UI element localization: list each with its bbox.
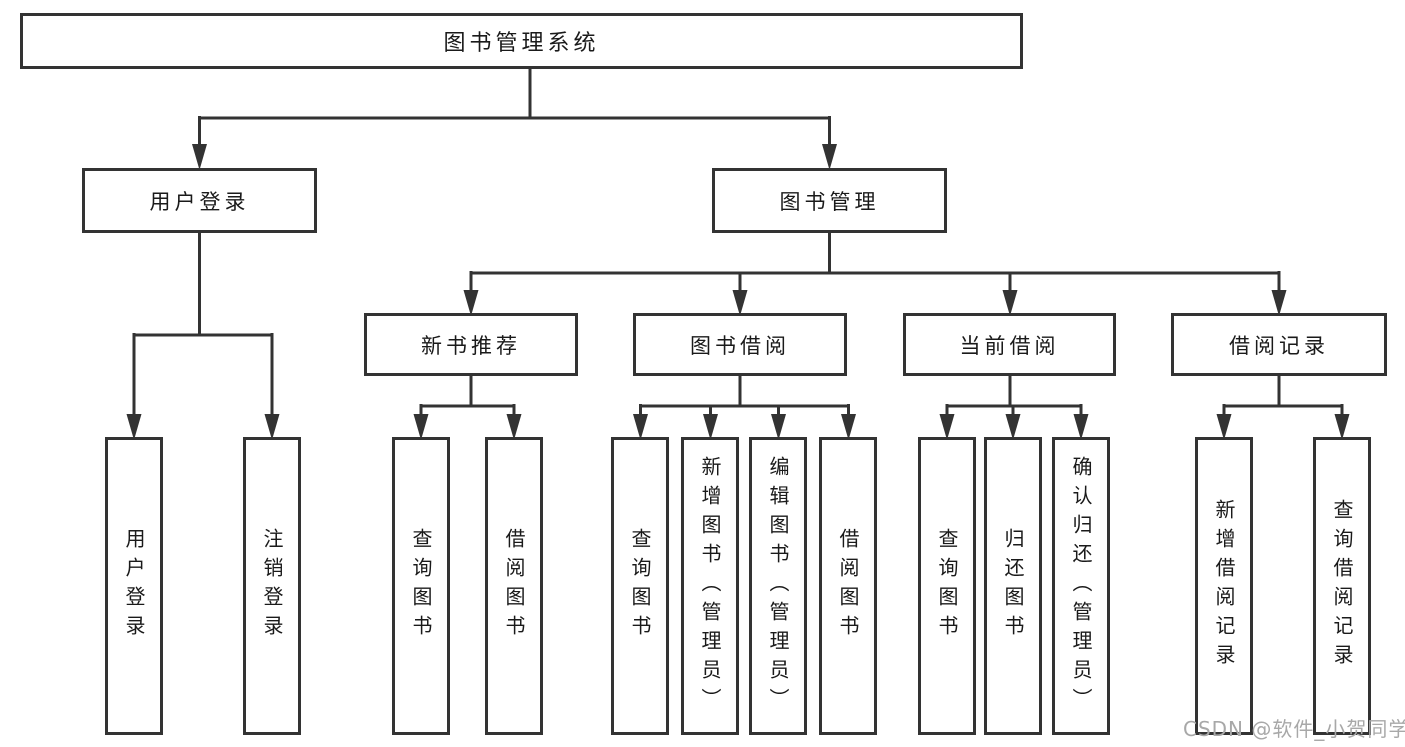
arrow-down-icon: [1002, 290, 1018, 316]
leaf-query-borrow-record: 查询借阅记录: [1313, 437, 1371, 735]
connector-book-management-level2: [463, 233, 1287, 316]
arrow-down-icon: [126, 414, 142, 440]
arrow-down-icon: [1334, 414, 1350, 440]
arrow-down-icon: [413, 414, 429, 440]
leaf-add-book-admin: 新增图书（管理员）: [681, 437, 739, 735]
arrow-down-icon: [1073, 414, 1089, 440]
arrow-down-icon: [463, 290, 479, 316]
arrow-down-icon: [771, 414, 786, 440]
leaf-query-books-recommend: 查询图书: [392, 437, 450, 735]
arrow-down-icon: [264, 414, 280, 440]
leaf-add-borrow-record: 新增借阅记录: [1195, 437, 1253, 735]
arrow-down-icon: [192, 144, 207, 170]
leaf-borrow-books-recommend: 借阅图书: [485, 437, 543, 735]
arrow-down-icon: [703, 414, 718, 440]
arrow-down-icon: [1216, 414, 1232, 440]
leaf-confirm-return-admin: 确认归还（管理员）: [1052, 437, 1110, 735]
arrow-down-icon: [841, 414, 856, 440]
leaf-return-book: 归还图书: [984, 437, 1042, 735]
leaf-query-books-borrow: 查询图书: [611, 437, 669, 735]
leaf-borrow-books-borrow: 借阅图书: [819, 437, 877, 735]
arrow-down-icon: [1005, 414, 1021, 440]
leaf-query-books-current: 查询图书: [918, 437, 976, 735]
arrow-down-icon: [506, 414, 522, 440]
node-user-login: 用户登录: [82, 168, 317, 233]
arrow-down-icon: [633, 414, 648, 440]
arrow-down-icon: [822, 144, 837, 170]
arrow-down-icon: [732, 290, 748, 316]
node-borrow-records: 借阅记录: [1171, 313, 1387, 376]
connector-borrow-children: [633, 376, 856, 440]
leaf-user-login: 用户登录: [105, 437, 163, 735]
connector-current-children: [939, 376, 1089, 440]
csdn-watermark: CSDN @软件_小贺同学: [1183, 717, 1405, 741]
leaf-edit-book-admin: 编辑图书（管理员）: [749, 437, 807, 735]
connector-records-children: [1216, 376, 1350, 440]
node-current-borrow: 当前借阅: [903, 313, 1116, 376]
arrow-down-icon: [939, 414, 955, 440]
leaf-logout: 注销登录: [243, 437, 301, 735]
node-new-book-recommend: 新书推荐: [364, 313, 578, 376]
connector-user-login-children: [126, 233, 280, 440]
node-book-borrow: 图书借阅: [633, 313, 847, 376]
connector-root-to-level1: [192, 69, 837, 170]
connector-recommend-children: [413, 376, 522, 440]
node-book-management: 图书管理: [712, 168, 947, 233]
arrow-down-icon: [1271, 290, 1287, 316]
node-root-system: 图书管理系统: [20, 13, 1023, 69]
